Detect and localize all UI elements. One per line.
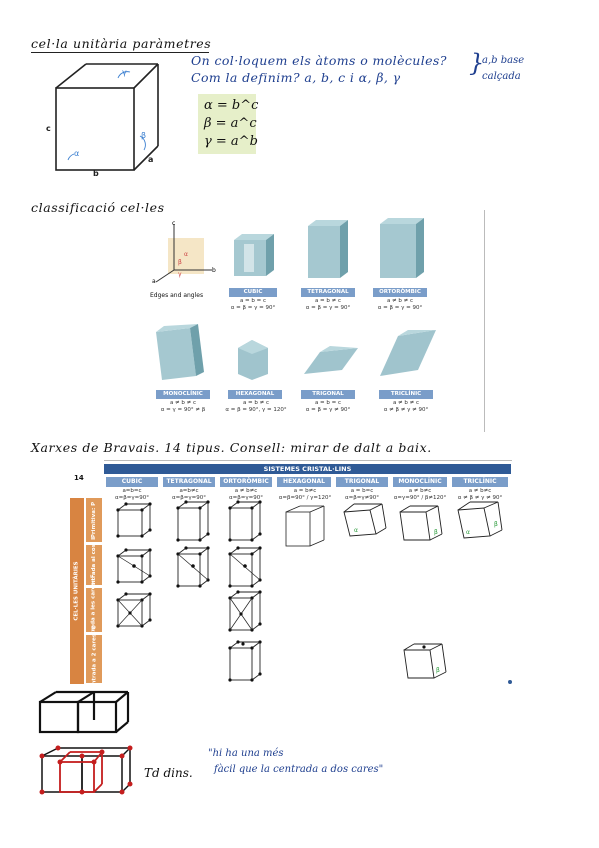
b-label: b: [93, 169, 99, 178]
pill-cubic: CUBIC: [229, 288, 277, 297]
triclinic-cell-thumb: [380, 330, 436, 376]
brace-note1: a,b base: [482, 55, 525, 66]
red-lattice-sketch: [39, 745, 133, 795]
svg-text:b: b: [212, 267, 216, 274]
unit-cell-diagram: α β γ c b a: [46, 63, 159, 178]
section1-title: cel·la unitària paràmetres: [31, 36, 212, 51]
cubic-cell-thumb: [234, 234, 274, 276]
monoclinic-cell-thumb: [156, 324, 204, 380]
banner-top-rule: [104, 460, 512, 461]
pill-monoclinic: MONOCLÍNIC: [156, 390, 210, 399]
c-label: c: [46, 124, 51, 133]
alpha-label: α: [74, 149, 79, 158]
hexagonal-cell-thumb: [238, 340, 268, 380]
beta-label: β: [141, 131, 146, 140]
svg-text:β: β: [494, 521, 498, 528]
note-line2: Com la definim? a, b, c i α, β, γ: [191, 70, 401, 85]
row-label-base-centered: Centrada a 2 cares: C: [86, 626, 102, 692]
trigonal-cell-thumb: [304, 346, 358, 374]
pill-orthorhombic: ORTORÒMBIC: [373, 288, 427, 297]
tetragonal-cell-thumb: [308, 220, 348, 278]
section2-title: classificació cel·les: [31, 200, 165, 215]
svg-text:α: α: [184, 251, 188, 258]
col-cubic: CUBIC: [106, 477, 158, 487]
orthorhombic-cell-thumb: [380, 218, 424, 278]
gamma-label: γ: [122, 68, 127, 77]
equation-beta: β = a^c: [204, 116, 257, 131]
svg-text:α: α: [466, 529, 470, 536]
quote-line1: "hi ha una més: [208, 748, 284, 759]
svg-text:c: c: [172, 220, 175, 227]
pill-triclinic: TRICLÍNIC: [379, 390, 433, 399]
svg-text:α: α: [354, 527, 358, 534]
side-label-unit-cells: CEL·LES UNITÀRIES: [70, 498, 84, 684]
equation-gamma: γ = a^b: [204, 134, 258, 149]
pill-hexagonal: HEXAGONAL: [228, 390, 282, 399]
blue-dot: [508, 680, 512, 684]
row-label-face-centered: Centrada a les cares: F: [86, 574, 102, 646]
vertical-divider: [484, 210, 485, 432]
brace-glyph: }: [469, 49, 485, 77]
col-trigonal: TRIGONAL: [336, 477, 388, 487]
row-label-body-centered: Centrada al cos: I: [86, 538, 102, 592]
col-monoclinic: MONOCLÍNIC: [393, 477, 447, 487]
equation-alpha: α = b^c: [204, 98, 259, 113]
systems-banner: SISTEMES CRISTAL·LINS: [104, 464, 511, 474]
col-tetragonal: TETRAGONAL: [163, 477, 215, 487]
pill-trigonal: TRIGONAL: [301, 390, 355, 399]
edges-caption: Edges and angles: [150, 292, 204, 299]
quote-line2: fàcil que la centrada a dos cares": [214, 764, 384, 775]
svg-text:γ: γ: [178, 271, 182, 278]
svg-text:β: β: [178, 259, 182, 266]
svg-text:a: a: [152, 278, 156, 285]
bravais-lattice-grid: α β α β β: [115, 499, 503, 683]
col-orthorhombic: ORTORÒMBIC: [220, 477, 272, 487]
a-label: a: [148, 155, 153, 164]
td-label: Td dins.: [144, 766, 193, 780]
section3-title: Xarxes de Bravais. 14 tipus. Consell: mi…: [31, 440, 432, 455]
row-label-primitive: Primitiva: P: [86, 498, 102, 542]
edges-angles-diagram: c b a α β γ: [152, 220, 216, 285]
svg-text:β: β: [434, 529, 438, 536]
pill-tetragonal: TETRAGONAL: [301, 288, 355, 297]
svg-text:β: β: [436, 667, 440, 674]
note-line1: On col·loquem els àtoms o molècules?: [191, 53, 447, 68]
bravais-count: 14: [74, 474, 84, 482]
col-triclinic: TRICLÍNIC: [452, 477, 508, 487]
brace-note2: calçada: [482, 71, 521, 82]
adjacent-cells-sketch: [38, 690, 130, 734]
highlight-box: [198, 94, 256, 154]
col-hexagonal: HEXAGONAL: [277, 477, 331, 487]
title-underline: [31, 52, 209, 53]
